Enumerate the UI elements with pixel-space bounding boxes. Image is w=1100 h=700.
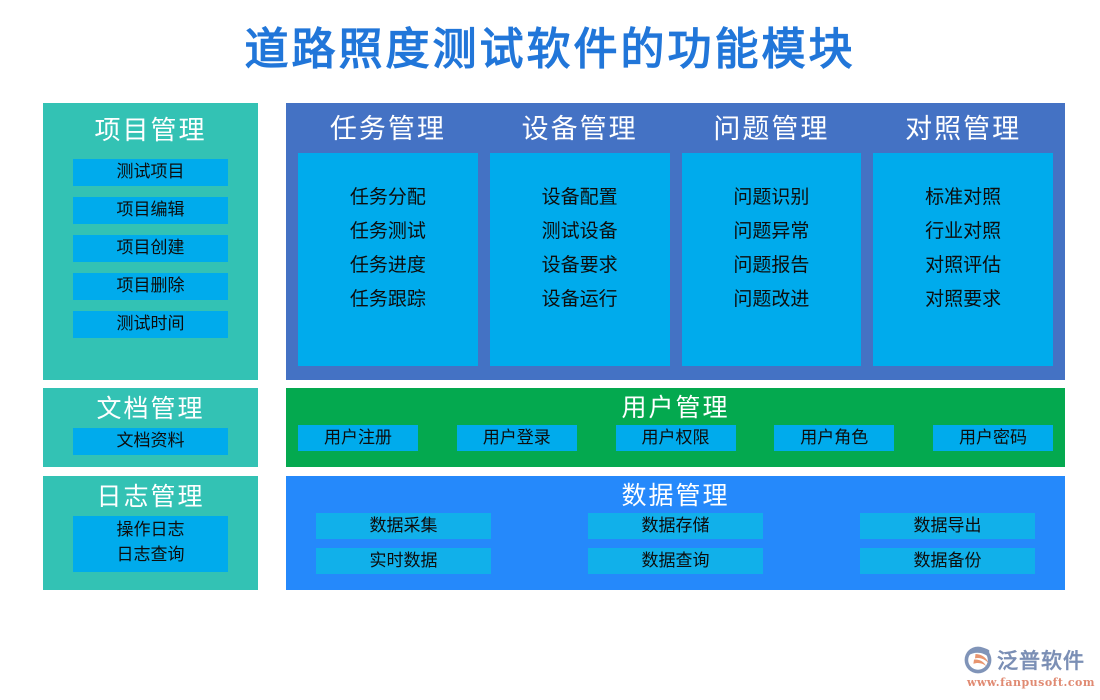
log-management-item-list: 操作日志 日志查询 bbox=[73, 516, 228, 572]
data-item-export[interactable]: 数据导出 bbox=[860, 513, 1035, 539]
device-management-card: 设备配置 测试设备 设备要求 设备运行 bbox=[489, 153, 670, 366]
document-management-panel: 文档管理 文档资料 bbox=[43, 388, 258, 467]
task-management-column: 任务管理 任务分配 任务测试 任务进度 任务跟踪 bbox=[298, 103, 478, 380]
brand-wordmark: 泛普软件 bbox=[997, 649, 1085, 673]
fanpu-logo-icon bbox=[963, 645, 993, 675]
project-item-test-time[interactable]: 测试时间 bbox=[73, 311, 228, 338]
user-management-item-list: 用户注册 用户登录 用户权限 用户角色 用户密码 bbox=[286, 425, 1065, 451]
brand-logo: 泛普软件 www.fanpusoft.com bbox=[963, 645, 1095, 691]
comparison-item-evaluation[interactable]: 对照评估 bbox=[925, 254, 1002, 276]
main-modules-panel: 任务管理 任务分配 任务测试 任务进度 任务跟踪 设备管理 设备配置 测试设备 … bbox=[286, 103, 1065, 380]
data-management-panel: 数据管理 数据采集 数据存储 数据导出 实时数据 数据查询 数据备份 bbox=[286, 476, 1065, 590]
problem-management-heading: 问题管理 bbox=[713, 114, 830, 145]
data-management-row: 实时数据 数据查询 数据备份 bbox=[316, 548, 1035, 574]
problem-item-improvement[interactable]: 问题改进 bbox=[733, 288, 810, 310]
task-item-assignment[interactable]: 任务分配 bbox=[349, 186, 426, 208]
data-management-row: 数据采集 数据存储 数据导出 bbox=[316, 513, 1035, 539]
comparison-item-standard[interactable]: 标准对照 bbox=[925, 186, 1002, 208]
task-management-heading: 任务管理 bbox=[329, 114, 446, 145]
brand-url: www.fanpusoft.com bbox=[966, 676, 1095, 689]
document-management-item-list: 文档资料 bbox=[43, 428, 258, 455]
project-item-create-project[interactable]: 项目创建 bbox=[73, 235, 228, 262]
project-management-panel: 项目管理 测试项目 项目编辑 项目创建 项目删除 测试时间 bbox=[43, 103, 258, 380]
comparison-management-column: 对照管理 标准对照 行业对照 对照评估 对照要求 bbox=[873, 103, 1053, 380]
document-management-heading: 文档管理 bbox=[96, 394, 205, 423]
comparison-management-card: 标准对照 行业对照 对照评估 对照要求 bbox=[873, 153, 1053, 366]
device-management-column: 设备管理 设备配置 测试设备 设备要求 设备运行 bbox=[489, 103, 670, 380]
log-item-log-query[interactable]: 日志查询 bbox=[116, 545, 185, 565]
data-item-backup[interactable]: 数据备份 bbox=[860, 548, 1035, 574]
data-item-collection[interactable]: 数据采集 bbox=[316, 513, 491, 539]
log-management-heading: 日志管理 bbox=[96, 482, 205, 511]
device-item-requirements[interactable]: 设备要求 bbox=[541, 254, 618, 276]
document-item-document-materials[interactable]: 文档资料 bbox=[73, 428, 228, 455]
user-management-panel: 用户管理 用户注册 用户登录 用户权限 用户角色 用户密码 bbox=[286, 388, 1065, 467]
device-item-configuration[interactable]: 设备配置 bbox=[541, 186, 618, 208]
task-item-tracking[interactable]: 任务跟踪 bbox=[349, 288, 426, 310]
data-management-heading: 数据管理 bbox=[621, 481, 730, 510]
comparison-management-heading: 对照管理 bbox=[905, 114, 1022, 145]
comparison-item-industry[interactable]: 行业对照 bbox=[925, 220, 1002, 242]
log-item-operation-log[interactable]: 操作日志 bbox=[116, 520, 185, 540]
data-management-item-grid: 数据采集 数据存储 数据导出 实时数据 数据查询 数据备份 bbox=[286, 513, 1065, 574]
problem-item-report[interactable]: 问题报告 bbox=[733, 254, 810, 276]
task-management-card: 任务分配 任务测试 任务进度 任务跟踪 bbox=[298, 153, 478, 366]
data-item-storage[interactable]: 数据存储 bbox=[588, 513, 763, 539]
task-item-test[interactable]: 任务测试 bbox=[349, 220, 426, 242]
problem-item-anomaly[interactable]: 问题异常 bbox=[733, 220, 810, 242]
log-management-panel: 日志管理 操作日志 日志查询 bbox=[43, 476, 258, 590]
project-item-edit-project[interactable]: 项目编辑 bbox=[73, 197, 228, 224]
user-management-heading: 用户管理 bbox=[621, 393, 730, 422]
device-item-test-device[interactable]: 测试设备 bbox=[541, 220, 618, 242]
data-item-query[interactable]: 数据查询 bbox=[588, 548, 763, 574]
device-item-operation[interactable]: 设备运行 bbox=[541, 288, 618, 310]
user-item-register[interactable]: 用户注册 bbox=[298, 425, 418, 451]
user-item-password[interactable]: 用户密码 bbox=[933, 425, 1053, 451]
problem-item-identification[interactable]: 问题识别 bbox=[733, 186, 810, 208]
problem-management-column: 问题管理 问题识别 问题异常 问题报告 问题改进 bbox=[681, 103, 862, 380]
project-item-delete-project[interactable]: 项目删除 bbox=[73, 273, 228, 300]
project-item-test-project[interactable]: 测试项目 bbox=[73, 159, 228, 186]
user-item-login[interactable]: 用户登录 bbox=[456, 425, 577, 451]
comparison-item-requirements[interactable]: 对照要求 bbox=[925, 288, 1002, 310]
device-management-heading: 设备管理 bbox=[521, 114, 638, 145]
data-item-realtime[interactable]: 实时数据 bbox=[316, 548, 491, 574]
project-management-item-list: 测试项目 项目编辑 项目创建 项目删除 测试时间 bbox=[43, 159, 258, 338]
user-item-permissions[interactable]: 用户权限 bbox=[615, 425, 736, 451]
brand-logo-row: 泛普软件 bbox=[963, 645, 1095, 675]
task-item-progress[interactable]: 任务进度 bbox=[349, 254, 426, 276]
user-item-roles[interactable]: 用户角色 bbox=[774, 425, 895, 451]
problem-management-card: 问题识别 问题异常 问题报告 问题改进 bbox=[681, 153, 862, 366]
page-title: 道路照度测试软件的功能模块 bbox=[244, 24, 856, 75]
project-management-heading: 项目管理 bbox=[94, 116, 207, 146]
